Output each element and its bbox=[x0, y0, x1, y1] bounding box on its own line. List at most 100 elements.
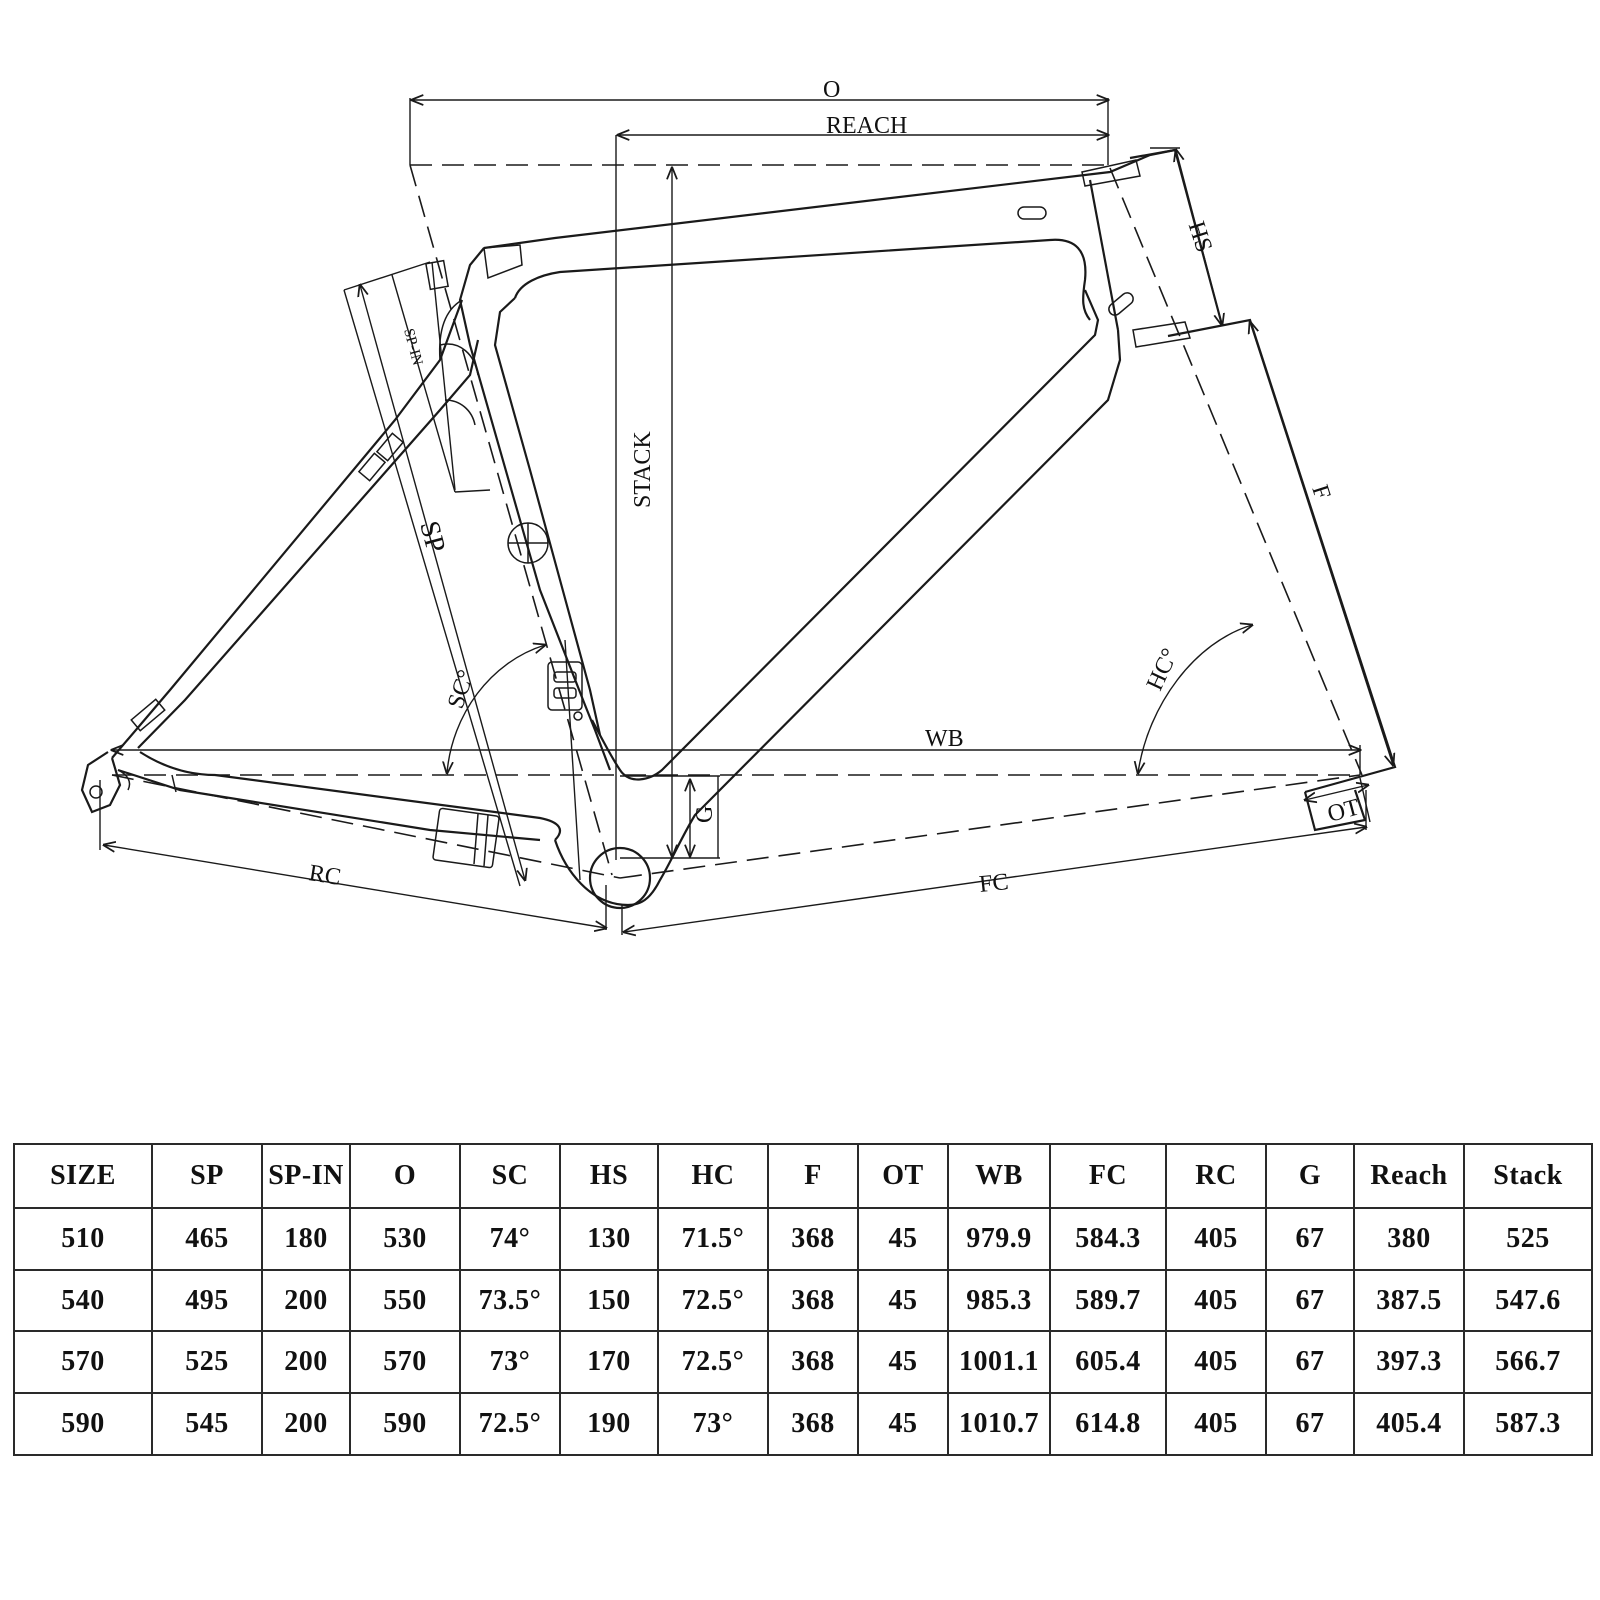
table-cell: 45 bbox=[857, 1268, 949, 1333]
column-header: O bbox=[349, 1143, 461, 1209]
table-cell: 405.4 bbox=[1353, 1392, 1465, 1456]
column-header: RC bbox=[1165, 1143, 1267, 1209]
table-cell: 67 bbox=[1265, 1206, 1355, 1271]
table-cell: 72.5° bbox=[657, 1268, 769, 1333]
table-cell: 368 bbox=[767, 1330, 859, 1395]
label-reach: REACH bbox=[826, 113, 907, 139]
column-header: OT bbox=[857, 1143, 949, 1209]
label-o: O bbox=[823, 77, 840, 103]
label-g: G bbox=[692, 806, 718, 823]
table-cell: 368 bbox=[767, 1206, 859, 1271]
table-cell: 979.9 bbox=[947, 1206, 1051, 1271]
table-cell: 190 bbox=[559, 1392, 659, 1456]
table-cell: 397.3 bbox=[1353, 1330, 1465, 1395]
table-cell: 387.5 bbox=[1353, 1268, 1465, 1333]
table-cell: 180 bbox=[261, 1206, 351, 1271]
column-header: HC bbox=[657, 1143, 769, 1209]
table-cell: 587.3 bbox=[1463, 1392, 1593, 1456]
table-cell: 495 bbox=[151, 1268, 263, 1333]
table-cell: 465 bbox=[151, 1206, 263, 1271]
label-sp-in: SP-IN bbox=[400, 327, 425, 368]
table-cell: 45 bbox=[857, 1206, 949, 1271]
table-cell: 405 bbox=[1165, 1392, 1267, 1456]
table-cell: 150 bbox=[559, 1268, 659, 1333]
label-sp: SP bbox=[413, 518, 451, 556]
label-f: F bbox=[1306, 482, 1335, 503]
table-cell: 368 bbox=[767, 1268, 859, 1333]
table-cell: 525 bbox=[1463, 1206, 1593, 1271]
table-cell: 130 bbox=[559, 1206, 659, 1271]
table-cell: 547.6 bbox=[1463, 1268, 1593, 1333]
table-cell: 74° bbox=[459, 1206, 561, 1271]
table-cell: 200 bbox=[261, 1330, 351, 1395]
table-cell: 67 bbox=[1265, 1268, 1355, 1333]
dimension-labels: O REACH HS SP-IN STACK SP F SC° HC° WB G… bbox=[307, 77, 1363, 898]
dimension-lines bbox=[99, 98, 1393, 935]
table-cell: 200 bbox=[261, 1268, 351, 1333]
table-cell: 614.8 bbox=[1049, 1392, 1167, 1456]
table-cell: 1001.1 bbox=[947, 1330, 1051, 1395]
column-header: SP bbox=[151, 1143, 263, 1209]
column-header: HS bbox=[559, 1143, 659, 1209]
table-cell: 368 bbox=[767, 1392, 859, 1456]
column-header: F bbox=[767, 1143, 859, 1209]
table-cell: 566.7 bbox=[1463, 1330, 1593, 1395]
table-cell: 1010.7 bbox=[947, 1392, 1051, 1456]
table-cell: 170 bbox=[559, 1330, 659, 1395]
table-cell: 590 bbox=[13, 1392, 153, 1456]
table-cell: 570 bbox=[349, 1330, 461, 1395]
table-cell: 72.5° bbox=[657, 1330, 769, 1395]
table-cell: 589.7 bbox=[1049, 1268, 1167, 1333]
table-cell: 550 bbox=[349, 1268, 461, 1333]
label-fc: FC bbox=[978, 869, 1010, 898]
column-header: Stack bbox=[1463, 1143, 1593, 1209]
label-stack: STACK bbox=[630, 431, 656, 508]
table-cell: 530 bbox=[349, 1206, 461, 1271]
column-header: FC bbox=[1049, 1143, 1167, 1209]
table-cell: 545 bbox=[151, 1392, 263, 1456]
label-rc: RC bbox=[307, 860, 343, 891]
table-cell: 584.3 bbox=[1049, 1206, 1167, 1271]
table-cell: 405 bbox=[1165, 1206, 1267, 1271]
column-header: SP-IN bbox=[261, 1143, 351, 1209]
table-cell: 73.5° bbox=[459, 1268, 561, 1333]
column-header: SIZE bbox=[13, 1143, 153, 1209]
column-header: G bbox=[1265, 1143, 1355, 1209]
label-hs: HS bbox=[1183, 218, 1217, 255]
table-cell: 73° bbox=[657, 1392, 769, 1456]
label-hc: HC° bbox=[1142, 645, 1184, 695]
frame-geometry-drawing: O REACH HS SP-IN STACK SP F SC° HC° WB G… bbox=[80, 77, 1397, 1060]
table-cell: 73° bbox=[459, 1330, 561, 1395]
column-header: SC bbox=[459, 1143, 561, 1209]
table-cell: 67 bbox=[1265, 1330, 1355, 1395]
table-cell: 510 bbox=[13, 1206, 153, 1271]
table-cell: 72.5° bbox=[459, 1392, 561, 1456]
table-cell: 525 bbox=[151, 1330, 263, 1395]
column-header: Reach bbox=[1353, 1143, 1465, 1209]
table-cell: 405 bbox=[1165, 1330, 1267, 1395]
table-cell: 45 bbox=[857, 1392, 949, 1456]
table-cell: 405 bbox=[1165, 1268, 1267, 1333]
table-cell: 590 bbox=[349, 1392, 461, 1456]
table-cell: 605.4 bbox=[1049, 1330, 1167, 1395]
table-cell: 540 bbox=[13, 1268, 153, 1333]
table-cell: 45 bbox=[857, 1330, 949, 1395]
table-cell: 985.3 bbox=[947, 1268, 1051, 1333]
table-cell: 67 bbox=[1265, 1392, 1355, 1456]
table-cell: 570 bbox=[13, 1330, 153, 1395]
label-sc: SC° bbox=[443, 667, 480, 712]
table-cell: 200 bbox=[261, 1392, 351, 1456]
frame-outline bbox=[80, 148, 1224, 910]
label-wb: WB bbox=[925, 726, 964, 752]
fork-outline bbox=[1167, 318, 1397, 832]
table-cell: 71.5° bbox=[657, 1206, 769, 1271]
table-cell: 380 bbox=[1353, 1206, 1465, 1271]
column-header: WB bbox=[947, 1143, 1051, 1209]
